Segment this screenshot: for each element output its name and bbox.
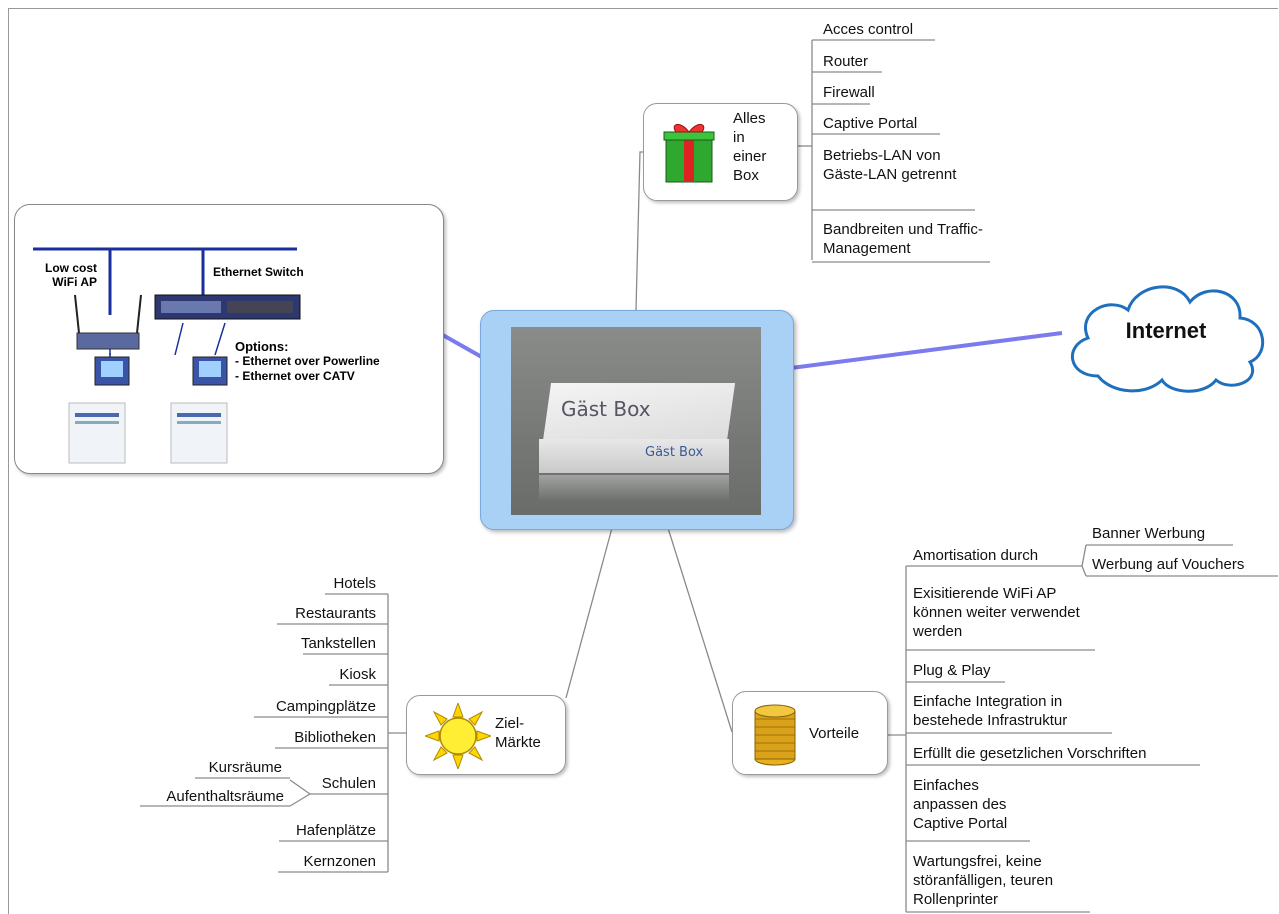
alles-title: Alles in einer Box: [733, 110, 767, 184]
item-einfaches-anpassen[interactable]: Einfaches anpassen des Captive Portal: [913, 777, 1008, 832]
item-einfache-integration[interactable]: Einfache Integration in bestehede Infras…: [913, 693, 1068, 729]
item-plug-play[interactable]: Plug & Play: [913, 662, 991, 679]
switch-label: Ethernet Switch: [213, 265, 304, 279]
item-erfuellt-vorschriften[interactable]: Erfüllt die gesetzlichen Vorschriften: [913, 745, 1147, 762]
box-logo-top: Gäst Box: [561, 397, 651, 421]
item-bandbreiten[interactable]: Bandbreiten und Traffic-Management: [823, 221, 983, 257]
node-internet[interactable]: Internet: [1058, 268, 1274, 398]
item-router[interactable]: Router: [823, 53, 869, 70]
item-schulen[interactable]: Schulen: [321, 775, 376, 792]
options-title: Options:: [235, 339, 289, 354]
item-hotels[interactable]: Hotels: [333, 575, 376, 592]
cloud-icon: [1071, 285, 1265, 393]
item-tankstellen[interactable]: Tankstellen: [300, 635, 376, 652]
item-firewall[interactable]: Firewall: [823, 84, 875, 101]
internet-label: Internet: [1125, 318, 1207, 343]
node-vorteile[interactable]: Vorteile: [732, 691, 888, 775]
box-logo-front: Gäst Box: [645, 445, 704, 460]
node-alles-in-einer-box[interactable]: Alles in einer Box: [643, 103, 798, 201]
gast-box-photo: Gäst Box Gäst Box: [511, 327, 761, 515]
node-ziel-maerkte[interactable]: Ziel- Märkte: [406, 695, 566, 775]
sun-icon: [425, 703, 491, 769]
item-campingplaetze[interactable]: Campingplätze: [275, 698, 376, 715]
vorteile-title: Vorteile: [809, 725, 860, 742]
option-catv: - Ethernet over CATV: [235, 369, 355, 383]
gift-icon: [663, 124, 715, 183]
item-captive-portal[interactable]: Captive Portal: [823, 115, 918, 132]
canvas-frame: [8, 8, 1278, 914]
item-werbung-vouchers[interactable]: Werbung auf Vouchers: [1092, 556, 1245, 573]
item-betriebs-lan[interactable]: Betriebs-LAN von Gäste-LAN getrennt: [823, 147, 957, 183]
item-amortisation[interactable]: Amortisation durch: [913, 547, 1039, 564]
item-exisitierende-wifi[interactable]: Exisitierende WiFi AP können weiter verw…: [913, 585, 1080, 640]
network-topology-image: [33, 247, 301, 464]
option-powerline: - Ethernet over Powerline: [235, 354, 380, 368]
central-topic-gast-box[interactable]: Gäst Box Gäst Box: [480, 310, 794, 530]
item-kursraeume[interactable]: Kursräume: [208, 759, 282, 776]
box-front: [539, 439, 729, 473]
item-bibliotheken[interactable]: Bibliotheken: [294, 729, 376, 746]
item-kiosk[interactable]: Kiosk: [339, 666, 376, 683]
item-aufenthaltsraeume[interactable]: Aufenthaltsräume: [166, 788, 284, 805]
box-reflection: [539, 475, 729, 501]
item-wartungsfrei[interactable]: Wartungsfrei, keine störanfälligen, teur…: [913, 853, 1054, 908]
item-acces-control[interactable]: Acces control: [823, 21, 914, 38]
item-restaurants[interactable]: Restaurants: [295, 605, 376, 622]
item-banner-werbung[interactable]: Banner Werbung: [1092, 525, 1206, 542]
item-kernzonen[interactable]: Kernzonen: [303, 853, 376, 870]
coins-icon: [754, 704, 796, 766]
item-hafenplaetze[interactable]: Hafenplätze: [295, 822, 376, 839]
ziel-title: Ziel- Märkte: [495, 715, 541, 751]
